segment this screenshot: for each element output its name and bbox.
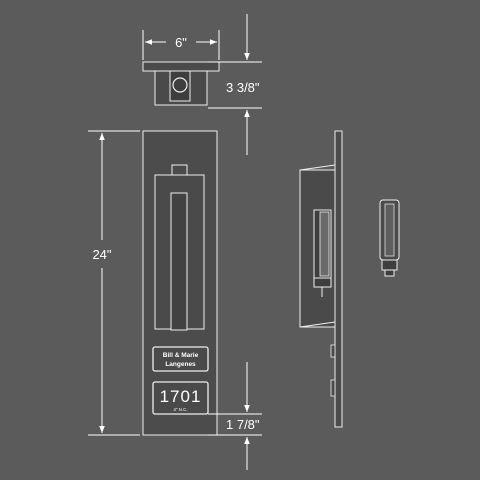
address-number: 1701 bbox=[160, 387, 202, 406]
side-back-plate bbox=[334, 130, 343, 428]
side-plate-ridge-1 bbox=[330, 344, 336, 358]
offset-dimension: 1 7/8" bbox=[208, 362, 262, 470]
detail-lamp-tube bbox=[384, 203, 395, 257]
depth-dimension: 3 3/8" bbox=[208, 14, 262, 155]
side-lamp-base bbox=[313, 277, 332, 288]
name-plate-line1: Bill & Marie bbox=[163, 352, 199, 359]
name-plate-line2: Langenes bbox=[165, 361, 196, 368]
detail-lamp-tip bbox=[384, 269, 395, 277]
width-dimension: 6" bbox=[142, 30, 220, 60]
detail-lamp-collar bbox=[381, 259, 398, 271]
address-subtext: 4" N.C. bbox=[173, 407, 187, 412]
offset-label: 1 7/8" bbox=[226, 417, 260, 432]
name-plate bbox=[152, 346, 209, 372]
front-view: Bill & Marie Langenes 1701 4" N.C. bbox=[142, 130, 218, 436]
lamp-detail-view bbox=[379, 199, 400, 277]
front-lamp-cap bbox=[171, 164, 188, 176]
front-reading-lamp-inner bbox=[170, 192, 188, 331]
address-plate bbox=[152, 381, 209, 415]
width-label: 6" bbox=[175, 35, 187, 50]
side-plate-ridge-2 bbox=[330, 379, 336, 397]
side-view bbox=[299, 130, 343, 428]
depth-label: 3 3/8" bbox=[226, 80, 260, 95]
side-lamp-tube bbox=[319, 211, 330, 277]
top-view-flange bbox=[142, 61, 220, 72]
height-dimension: 24" bbox=[88, 130, 140, 436]
top-view-lamp bbox=[172, 77, 188, 93]
top-view bbox=[142, 61, 220, 106]
height-label: 24" bbox=[92, 247, 111, 262]
top-view-housing bbox=[169, 70, 191, 102]
